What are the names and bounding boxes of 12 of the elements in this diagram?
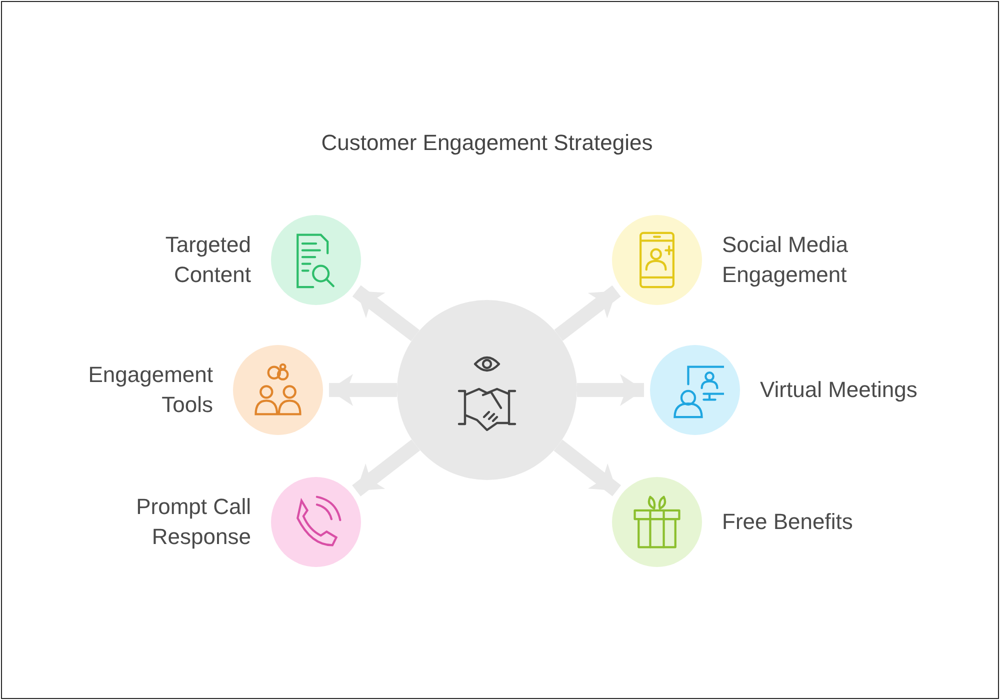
strategy-label: Targeted Content bbox=[164, 231, 251, 289]
strategy-label: Social Media Engagement bbox=[722, 231, 849, 289]
arrow bbox=[554, 440, 621, 496]
diagram-title: Customer Engagement Strategies bbox=[320, 130, 654, 156]
arrow bbox=[352, 439, 420, 496]
strategy-label: Free Benefits bbox=[722, 508, 854, 536]
arrow bbox=[577, 374, 644, 406]
arrow bbox=[352, 285, 420, 342]
strategy-label: Prompt Call Response bbox=[135, 493, 251, 551]
strategy-label: Engagement Tools bbox=[87, 361, 213, 419]
strategy-label: Virtual Meetings bbox=[760, 376, 918, 404]
arrow bbox=[554, 285, 621, 341]
